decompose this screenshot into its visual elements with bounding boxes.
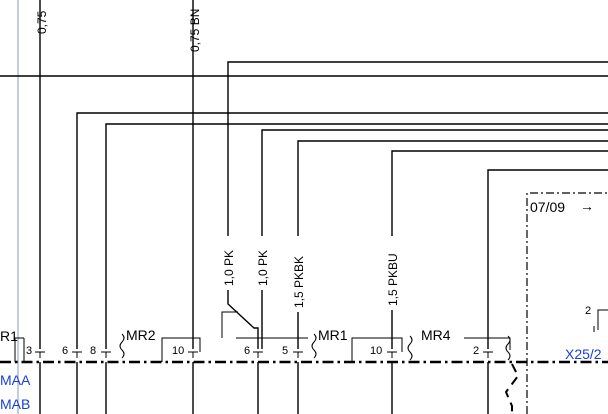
connector-housing-mr4	[351, 337, 403, 362]
component-version-arrow: →	[580, 198, 594, 214]
connector-label-mr2: MR2	[126, 327, 156, 343]
wire-w488	[487, 169, 608, 349]
wire-label-w298: 1,5 PKBK	[292, 256, 306, 308]
connector-label-mr1: MR1	[318, 327, 348, 343]
pin-3: 3	[26, 345, 32, 357]
component-version: 07/09	[530, 199, 565, 215]
wire-w262	[261, 129, 608, 236]
bus-zigzag-right	[504, 363, 520, 414]
wire-w228	[227, 61, 608, 236]
wire-label-w40: 0,75	[35, 10, 49, 34]
pin-6b: 6	[244, 345, 250, 357]
connector-housing-mr2	[161, 337, 201, 362]
break-mark-mr2	[119, 333, 125, 359]
wire-label-w228: 1,0 PK	[222, 250, 236, 286]
wires-below-bus	[39, 362, 489, 414]
component-pin-2: 2	[585, 305, 591, 317]
component-pin-outline	[597, 309, 608, 330]
component-reference: X25/2	[565, 346, 602, 362]
wire-label-w262: 1,0 PK	[256, 250, 270, 286]
pin-10b: 10	[370, 345, 382, 357]
connector-label-r1: R1	[0, 328, 18, 344]
wire-w77	[76, 112, 608, 349]
break-mark-right	[505, 335, 511, 361]
wire-w106	[105, 123, 608, 349]
wire-label-w193: 0,75 BN	[188, 9, 202, 52]
break-mark-mr1	[311, 333, 317, 359]
connector-housing-left	[14, 337, 24, 362]
connector-housing-right	[464, 337, 511, 350]
pin-2a: 2	[473, 345, 479, 357]
connector-housing-mr1-left	[221, 311, 238, 338]
pin-8: 8	[90, 345, 96, 357]
terminal-pins	[35, 351, 493, 358]
wire-w298	[297, 140, 608, 236]
break-mark-mr4	[407, 335, 413, 361]
pin-10a: 10	[172, 345, 184, 357]
component-frame	[526, 192, 608, 414]
connector-label-mr4: MR4	[421, 327, 451, 343]
bus-label-maa: MAA	[0, 372, 31, 388]
pin-5: 5	[282, 345, 288, 357]
wire-w392	[391, 150, 608, 236]
bus-label-mab: MAB	[0, 396, 30, 412]
wire-label-w392: 1,5 PKBU	[386, 253, 400, 306]
wire-w228-jog	[227, 290, 259, 349]
pin-6a: 6	[62, 345, 68, 357]
